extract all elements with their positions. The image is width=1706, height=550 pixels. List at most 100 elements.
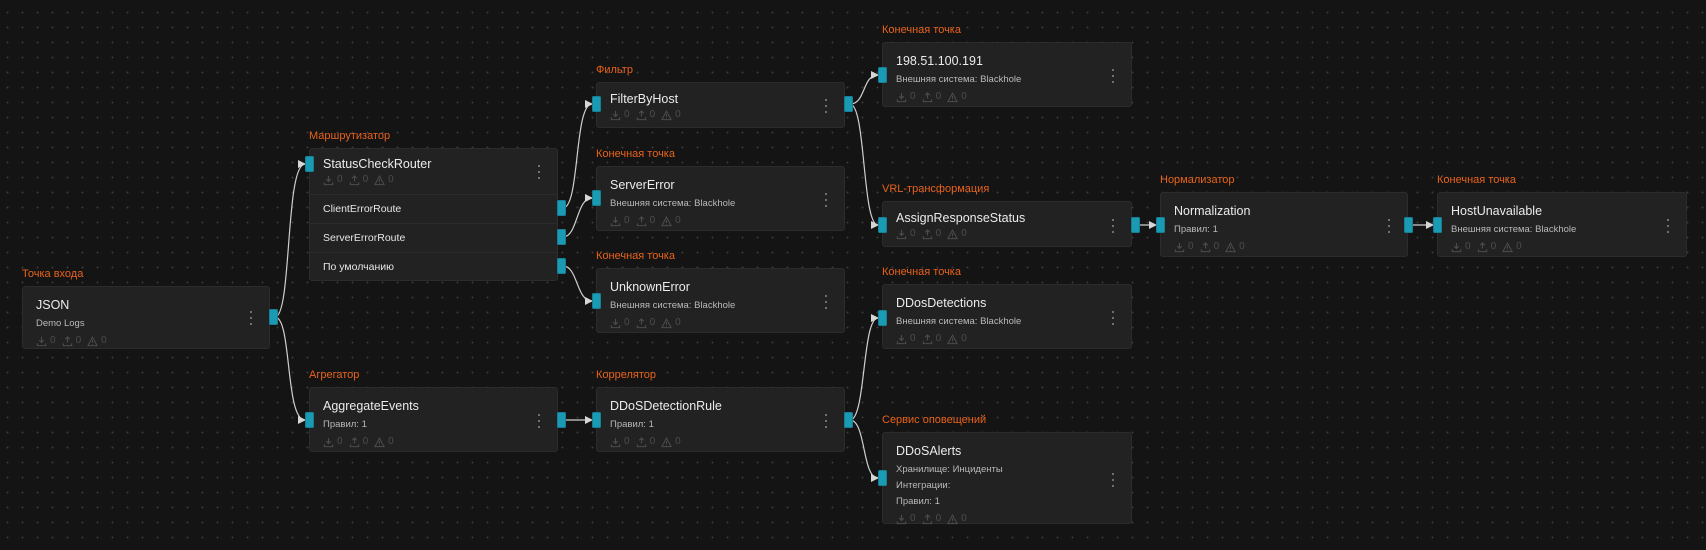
node-title: FilterByHost (610, 92, 679, 106)
node-json[interactable]: Точка входа JSON Demo Logs 0 0 0 (22, 268, 278, 349)
edge-json-router[interactable] (274, 160, 306, 318)
upload-icon (62, 335, 72, 346)
route-row[interactable]: ClientErrorRoute (310, 194, 557, 223)
node-ddos-alerts[interactable]: Сервис оповещений DDoSAlerts Хранилище: … (878, 414, 1132, 524)
input-port[interactable] (592, 96, 601, 112)
node-ddos-detections[interactable]: Конечная точка DDosDetections Внешняя си… (878, 266, 1132, 349)
node-aggregate[interactable]: Агрегатор AggregateEvents Правил: 1 0 0 … (305, 369, 566, 452)
node-normalization[interactable]: Нормализатор Normalization Правил: 1 0 0… (1156, 174, 1413, 257)
route-output-port[interactable] (557, 258, 566, 274)
upload-icon (1477, 241, 1487, 252)
node-card[interactable]: 198.51.100.191 Внешняя система: Blackhol… (882, 42, 1132, 107)
download-icon (610, 437, 621, 447)
input-port[interactable] (592, 412, 601, 428)
route-row[interactable]: По умолчанию (310, 252, 557, 281)
stat-out: 0 (1490, 241, 1497, 252)
download-icon (896, 514, 907, 524)
edge-correlator-alerts[interactable] (849, 419, 879, 482)
node-external-system: Внешняя система: Blackhole (896, 74, 1022, 85)
node-menu-button[interactable] (823, 414, 829, 428)
node-menu-button[interactable] (536, 165, 542, 179)
node-menu-button[interactable] (1110, 473, 1116, 487)
edge-server-servererror[interactable] (562, 194, 593, 238)
input-port[interactable] (592, 190, 601, 206)
download-icon (610, 318, 621, 328)
node-card[interactable]: FilterByHost 0 0 0 (596, 82, 845, 128)
node-filter[interactable]: Фильтр FilterByHost 0 0 0 (592, 64, 853, 128)
node-router[interactable]: Маршрутизатор StatusCheckRouter 0 0 0 Cl… (305, 130, 566, 281)
stat-in: 0 (910, 513, 916, 524)
stat-out: 0 (935, 333, 942, 344)
input-port[interactable] (305, 412, 314, 428)
input-port[interactable] (878, 217, 887, 233)
output-port[interactable] (844, 96, 853, 112)
node-type-label: Конечная точка (596, 148, 675, 160)
edge-filter-ip[interactable] (849, 71, 879, 105)
node-card[interactable]: AggregateEvents Правил: 1 0 0 0 (309, 387, 558, 452)
route-label: ServerErrorRoute (323, 232, 406, 244)
node-card[interactable]: ServerError Внешняя система: Blackhole 0… (596, 166, 845, 231)
node-type-label: Точка входа (22, 268, 84, 280)
node-menu-button[interactable] (536, 414, 542, 428)
input-port[interactable] (305, 156, 314, 172)
input-port[interactable] (592, 293, 601, 309)
node-card[interactable]: DDosDetections Внешняя система: Blackhol… (882, 284, 1132, 349)
node-host-unavailable[interactable]: Конечная точка HostUnavailable Внешняя с… (1433, 174, 1687, 257)
node-menu-button[interactable] (1110, 219, 1116, 233)
node-menu-button[interactable] (1386, 219, 1392, 233)
input-port[interactable] (878, 470, 887, 486)
node-menu-button[interactable] (1110, 311, 1116, 325)
stat-in: 0 (624, 317, 630, 328)
edge-client-filter[interactable] (562, 100, 593, 209)
node-vrl[interactable]: VRL-трансформация AssignResponseStatus 0… (878, 183, 1140, 247)
node-server-error[interactable]: Конечная точка ServerError Внешняя систе… (592, 148, 845, 231)
edge-json-aggregate[interactable] (274, 316, 306, 424)
node-stats: 0 0 0 (610, 109, 814, 121)
node-menu-button[interactable] (248, 311, 254, 325)
node-stats: 0 0 0 (323, 174, 527, 186)
node-card[interactable]: DDoSAlerts Хранилище: Инциденты Интеграц… (882, 432, 1132, 524)
download-icon (896, 229, 907, 239)
edge-filter-vrl[interactable] (849, 103, 879, 229)
node-menu-button[interactable] (1665, 219, 1671, 233)
edge-correlator-detections[interactable] (849, 314, 879, 421)
node-correlator[interactable]: Коррелятор DDoSDetectionRule Правил: 1 0… (592, 369, 853, 452)
node-menu-button[interactable] (823, 99, 829, 113)
node-type-label: Сервис оповещений (882, 414, 987, 426)
node-card[interactable]: StatusCheckRouter 0 0 0 ClientErrorRoute… (309, 148, 558, 281)
node-card[interactable]: AssignResponseStatus 0 0 0 (882, 201, 1132, 247)
download-icon (1451, 242, 1462, 252)
warning-icon (87, 335, 99, 346)
node-menu-button[interactable] (823, 193, 829, 207)
node-menu-button[interactable] (1110, 69, 1116, 83)
input-port[interactable] (1156, 217, 1165, 233)
output-port[interactable] (557, 412, 566, 428)
node-menu-button[interactable] (823, 295, 829, 309)
route-output-port[interactable] (557, 229, 566, 245)
input-port[interactable] (878, 310, 887, 326)
output-port[interactable] (269, 309, 278, 325)
edge-default-unknown[interactable] (562, 265, 593, 305)
route-row[interactable]: ServerErrorRoute (310, 223, 557, 252)
node-external-system: Внешняя система: Blackhole (1451, 224, 1577, 235)
output-port[interactable] (844, 412, 853, 428)
node-stats: 0 0 0 (896, 513, 1101, 525)
upload-icon (349, 174, 359, 185)
node-title: DDoSDetectionRule (610, 399, 722, 413)
input-port[interactable] (878, 67, 887, 83)
input-port[interactable] (1433, 217, 1442, 233)
node-card[interactable]: JSON Demo Logs 0 0 0 (22, 286, 270, 349)
node-card[interactable]: UnknownError Внешняя система: Blackhole … (596, 268, 845, 333)
output-port[interactable] (1404, 217, 1413, 233)
route-output-port[interactable] (557, 200, 566, 216)
node-card[interactable]: DDoSDetectionRule Правил: 1 0 0 0 (596, 387, 845, 452)
download-icon (896, 334, 907, 344)
output-port[interactable] (1131, 217, 1140, 233)
stat-errors: 0 (675, 436, 681, 447)
stat-in: 0 (624, 436, 630, 447)
node-card[interactable]: Normalization Правил: 1 0 0 0 (1160, 192, 1408, 257)
node-card[interactable]: HostUnavailable Внешняя система: Blackho… (1437, 192, 1687, 257)
node-ip-endpoint[interactable]: Конечная точка 198.51.100.191 Внешняя си… (878, 24, 1132, 107)
node-unknown-error[interactable]: Конечная точка UnknownError Внешняя сист… (592, 250, 845, 333)
